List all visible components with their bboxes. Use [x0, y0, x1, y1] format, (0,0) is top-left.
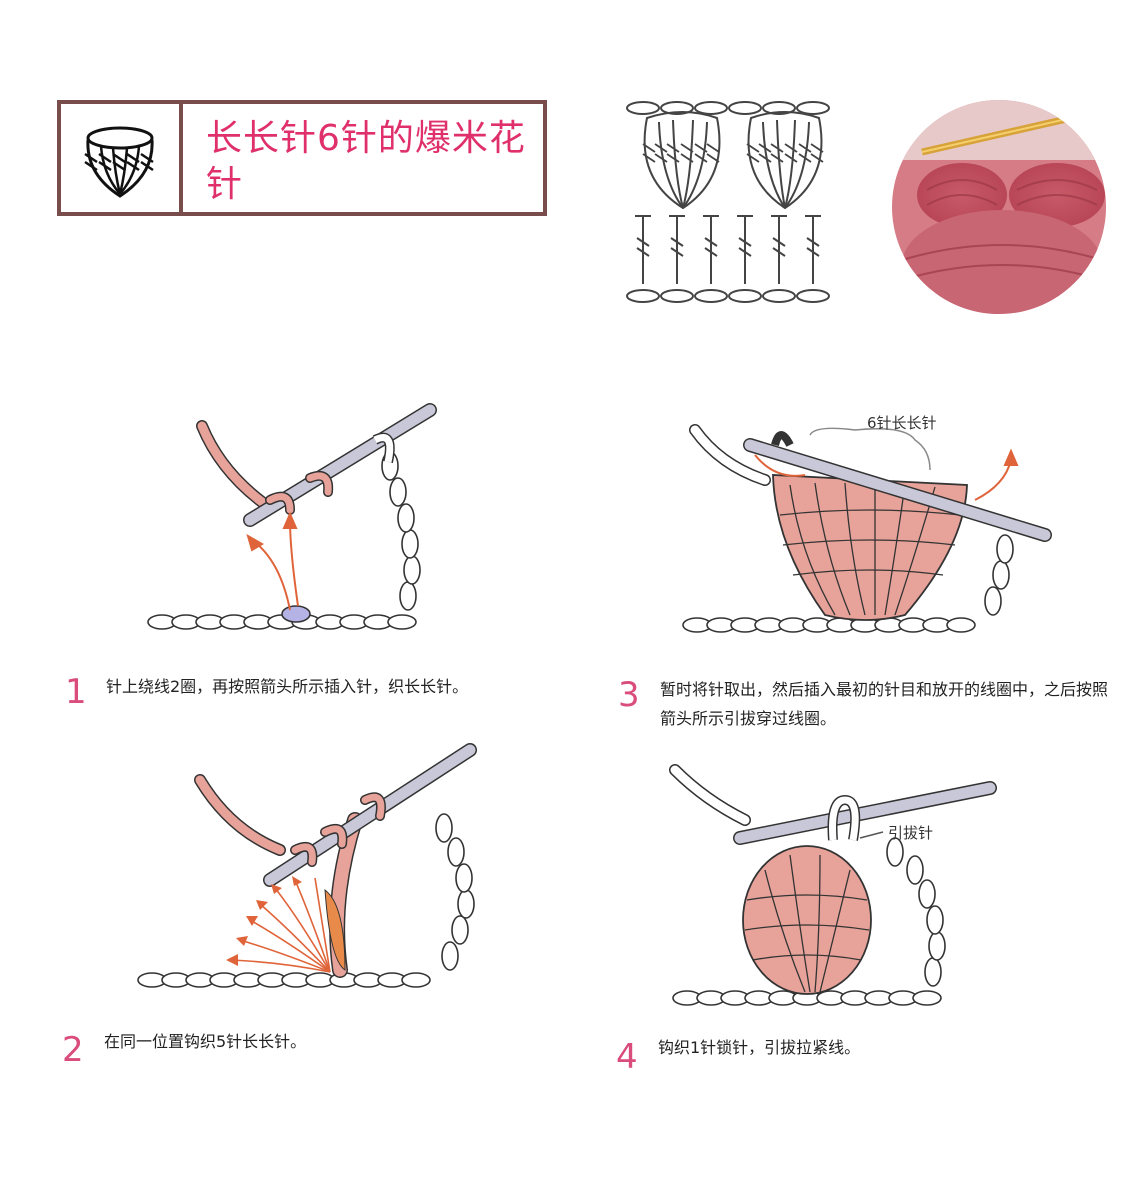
step-3-text: 暂时将针取出，然后插入最初的针目和放开的线圈中，之后按照箭头所示引拔穿过线圈。: [660, 680, 1109, 728]
popcorn-stitch-symbol-icon: [84, 126, 154, 198]
arrow-icon: [229, 877, 331, 973]
step-3-illustration: [682, 424, 1052, 633]
step-2-illustration: [137, 743, 477, 988]
step-2-text: 在同一位置钩织5针长长针。: [104, 1032, 307, 1051]
step-4-text: 钩织1针锁针，引拔拉紧线。: [658, 1038, 861, 1057]
step-4-illustration: [669, 764, 997, 1006]
step-1-number: 1: [65, 672, 87, 712]
step-1-text: 针上绕线2圈，再按照箭头所示插入针，织长长针。: [106, 677, 469, 696]
slip-stitch-label: 引拔针: [888, 824, 934, 842]
swatch-photo: [892, 100, 1106, 314]
page-title: 长长针6针的爆米花针: [206, 118, 526, 205]
arrow-icon: [246, 511, 299, 611]
title-box: 长长针6针的爆米花针: [57, 100, 547, 216]
title-separator: [179, 104, 183, 212]
step-2-number: 2: [62, 1030, 84, 1070]
step-1-illustration: [147, 403, 437, 630]
stitch-chart-diagram: [626, 101, 830, 303]
step-4-number: 4: [616, 1037, 638, 1077]
step-3-number: 3: [618, 675, 640, 715]
arrow-icon: [754, 448, 1019, 501]
six-treble-label: 6针长长针: [867, 414, 937, 432]
